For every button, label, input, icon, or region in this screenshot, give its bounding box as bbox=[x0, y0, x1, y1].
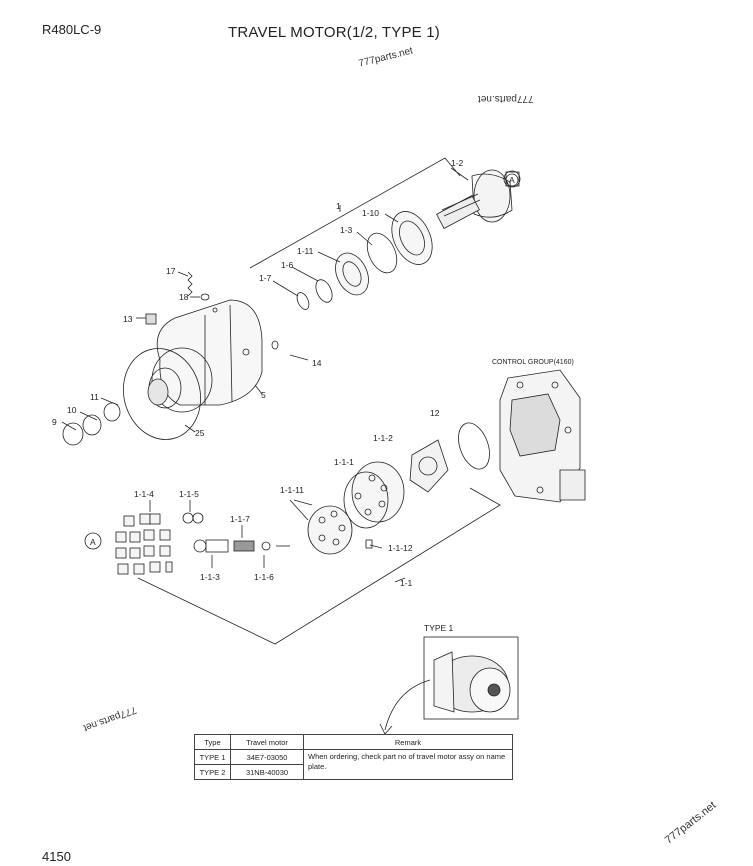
legend-header-row: Type Travel motor Remark bbox=[194, 734, 513, 750]
type-inset-label: TYPE 1 bbox=[424, 623, 454, 633]
part-label: 1-1-1 bbox=[334, 457, 354, 467]
part-label: 1-10 bbox=[362, 208, 379, 218]
part-label: 1-1-2 bbox=[373, 433, 393, 443]
legend-header-type: Type bbox=[194, 734, 231, 750]
legend-motor: 31NB-40030 bbox=[230, 764, 304, 780]
legend-type: TYPE 2 bbox=[194, 764, 231, 780]
part-label: 1-1 bbox=[400, 578, 413, 588]
model-code: R480LC-9 bbox=[42, 22, 102, 37]
part-label: 10 bbox=[67, 405, 77, 415]
part-label: 1 bbox=[336, 201, 341, 211]
part-label: 1-1-11 bbox=[280, 485, 304, 495]
part-label: 14 bbox=[312, 358, 322, 368]
legend-row: TYPE 1 34E7-03050 When ordering, check p… bbox=[194, 749, 513, 780]
legend-row: TYPE 2 31NB-40030 bbox=[194, 764, 513, 780]
part-label: 13 bbox=[123, 314, 133, 324]
part-label: 1-7 bbox=[259, 273, 272, 283]
legend-remark: When ordering, check part no of travel m… bbox=[303, 749, 513, 780]
ref-marker: A bbox=[90, 537, 96, 547]
part-label: 9 bbox=[52, 417, 57, 427]
part-label: 1-11 bbox=[297, 246, 314, 256]
part-label: 1-2 bbox=[451, 158, 464, 168]
legend-header-remark: Remark bbox=[303, 734, 513, 750]
part-label: 1-6 bbox=[281, 260, 294, 270]
part-label: 17 bbox=[166, 266, 176, 276]
page-title: TRAVEL MOTOR(1/2, TYPE 1) bbox=[228, 24, 440, 41]
part-label: 1-1-12 bbox=[388, 543, 413, 553]
part-label: 12 bbox=[430, 408, 440, 418]
part-label: 1-1-6 bbox=[254, 572, 274, 582]
part-label: 11 bbox=[90, 392, 99, 402]
part-label: 25 bbox=[195, 428, 205, 438]
type-legend-table: Type Travel motor Remark TYPE 1 34E7-030… bbox=[194, 734, 513, 780]
part-label: 5 bbox=[261, 390, 266, 400]
part-label: 1-1-7 bbox=[230, 514, 250, 524]
ref-marker: A bbox=[509, 175, 515, 185]
legend-motor: 34E7-03050 bbox=[230, 749, 304, 765]
part-label: 18 bbox=[179, 292, 189, 302]
part-label: 1-3 bbox=[340, 225, 353, 235]
page-number: 4150 bbox=[42, 849, 71, 864]
control-group-label: CONTROL GROUP(4160) bbox=[492, 359, 574, 366]
part-label: 1-1-4 bbox=[134, 489, 154, 499]
legend-header-motor: Travel motor bbox=[230, 734, 304, 750]
part-label: 1-1-5 bbox=[179, 489, 199, 499]
legend-type: TYPE 1 bbox=[194, 749, 231, 765]
part-label: 1-1-3 bbox=[200, 572, 220, 582]
